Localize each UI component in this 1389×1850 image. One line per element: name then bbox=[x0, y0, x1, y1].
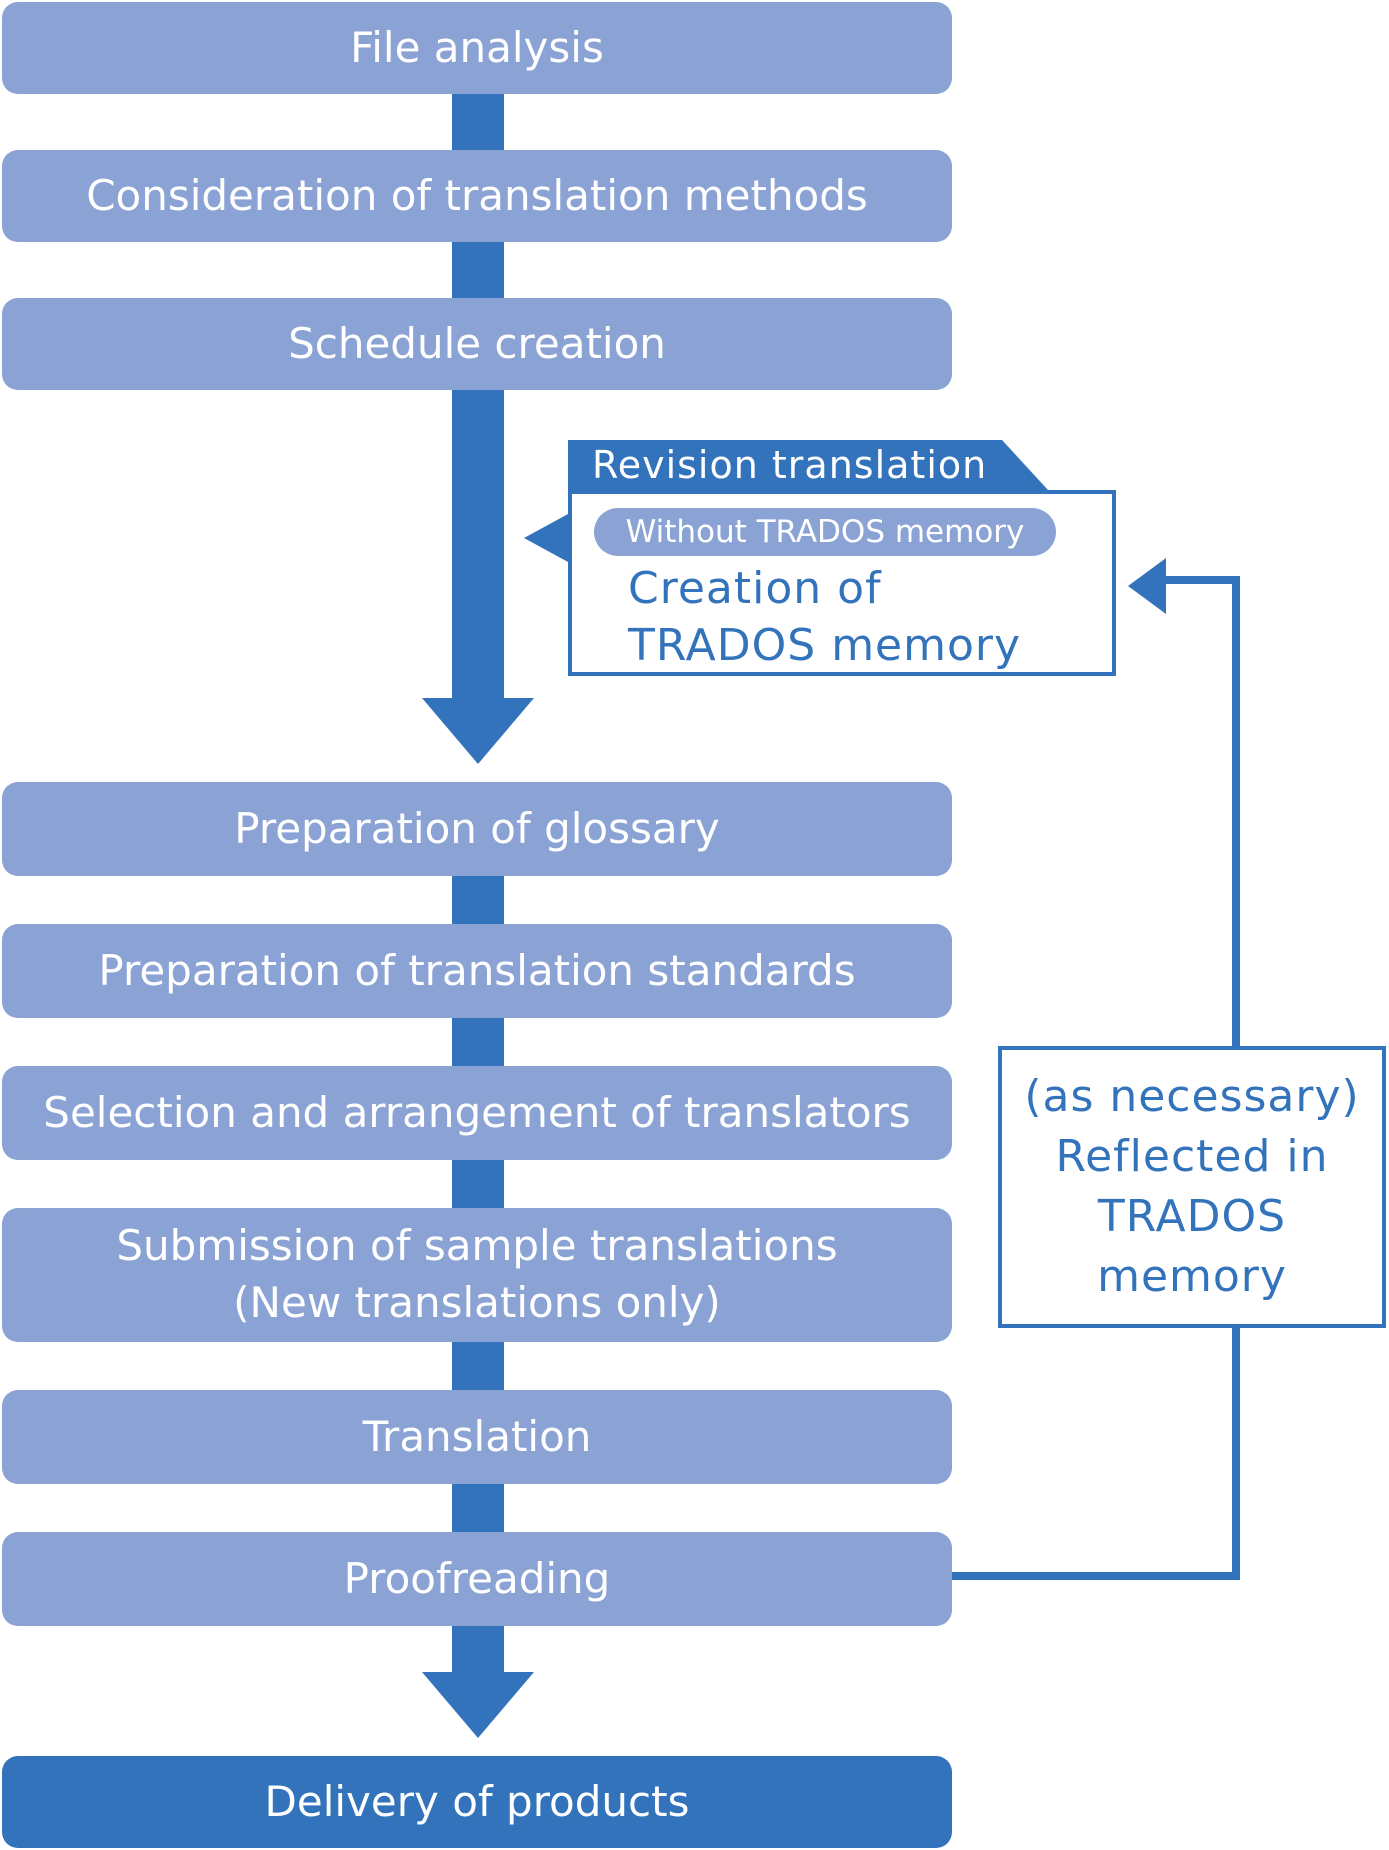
connector-translators-sample bbox=[452, 1160, 504, 1208]
step-label: Translation bbox=[362, 1411, 592, 1461]
connector-glossary-standards bbox=[452, 876, 504, 924]
step-label: Submission of sample translations bbox=[116, 1221, 838, 1271]
connector-consideration-schedule bbox=[452, 242, 504, 298]
condition-text: Without TRADOS memory bbox=[625, 514, 1025, 550]
step-label: File analysis bbox=[350, 22, 604, 72]
connector-proofreading-delivery bbox=[452, 1626, 504, 1674]
step-proofreading: Proofreading bbox=[2, 1532, 952, 1626]
feedback-line bbox=[952, 1328, 1240, 1580]
connector-sample-translation bbox=[452, 1342, 504, 1390]
reflect-line-2: Reflected in bbox=[1055, 1131, 1329, 1182]
step-label: Preparation of glossary bbox=[234, 803, 720, 853]
step-label-note: (New translations only) bbox=[233, 1278, 721, 1327]
revision-translation-title: Revision translation bbox=[568, 440, 1048, 490]
reflected-in-trados-memory-box: (as necessary) Reflected in TRADOS memor… bbox=[998, 1046, 1386, 1328]
creation-line-1: Creation of bbox=[628, 563, 882, 614]
arrow-down-to-glossary bbox=[422, 698, 534, 764]
connector-file-consideration bbox=[452, 94, 504, 150]
reflect-line-1: (as necessary) bbox=[1024, 1071, 1360, 1122]
step-file-analysis: File analysis bbox=[2, 2, 952, 94]
step-selection-of-translators: Selection and arrangement of translators bbox=[2, 1066, 952, 1160]
without-trados-memory-badge: Without TRADOS memory bbox=[594, 508, 1056, 556]
step-label: Preparation of translation standards bbox=[98, 945, 856, 995]
step-label: Consideration of translation methods bbox=[86, 170, 868, 220]
connector-translation-proofreading bbox=[452, 1484, 504, 1532]
step-translation: Translation bbox=[2, 1390, 952, 1484]
reflected-text: (as necessary) Reflected in TRADOS memor… bbox=[1024, 1067, 1359, 1307]
step-preparation-of-translation-standards: Preparation of translation standards bbox=[2, 924, 952, 1018]
step-consideration-of-translation-methods: Consideration of translation methods bbox=[2, 150, 952, 242]
step-label: Proofreading bbox=[343, 1553, 611, 1603]
revision-tab-shape bbox=[568, 440, 1048, 490]
step-submission-of-sample-translations: Submission of sample translations (New t… bbox=[2, 1208, 952, 1342]
feedback-line-upper bbox=[1162, 576, 1240, 1046]
feedback-arrow-left bbox=[1128, 558, 1166, 614]
step-label: Schedule creation bbox=[288, 318, 666, 368]
creation-of-trados-memory-text: Creation of TRADOS memory bbox=[628, 560, 1021, 674]
step-label: Selection and arrangement of translators bbox=[43, 1087, 911, 1137]
arrow-down-to-delivery bbox=[422, 1672, 534, 1738]
connector-standards-translators bbox=[452, 1018, 504, 1066]
revision-pointer-arrow bbox=[524, 514, 568, 562]
revision-title-text: Revision translation bbox=[592, 443, 988, 487]
step-delivery-of-products: Delivery of products bbox=[2, 1756, 952, 1848]
step-schedule-creation: Schedule creation bbox=[2, 298, 952, 390]
connector-schedule-trunk bbox=[452, 390, 504, 700]
step-label: Delivery of products bbox=[264, 1776, 690, 1826]
step-preparation-of-glossary: Preparation of glossary bbox=[2, 782, 952, 876]
reflect-line-3: TRADOS bbox=[1097, 1191, 1287, 1242]
creation-line-2: TRADOS memory bbox=[628, 620, 1022, 671]
reflect-line-4: memory bbox=[1097, 1251, 1287, 1302]
